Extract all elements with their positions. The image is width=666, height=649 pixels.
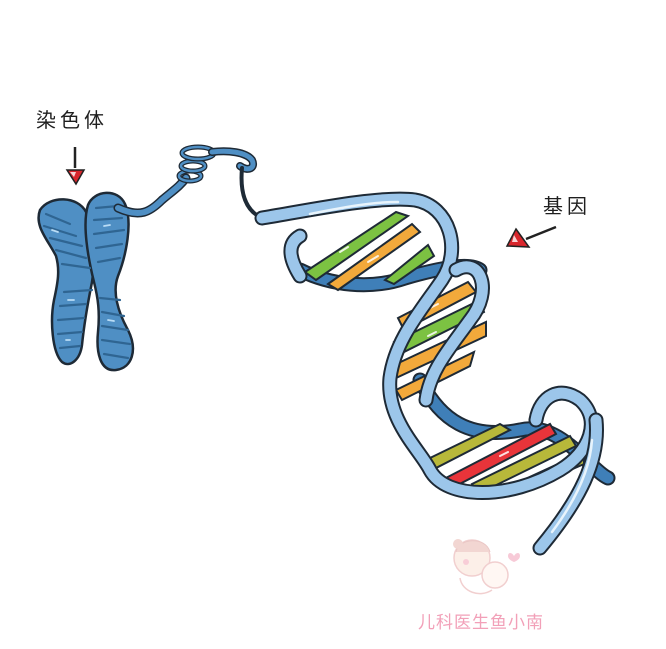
watermark-mascot-icon <box>453 539 520 595</box>
gene-label: 基因 <box>543 194 591 218</box>
arrow-left-icon <box>505 225 557 248</box>
arrow-down-icon <box>65 147 86 186</box>
chromosome-icon <box>37 191 135 372</box>
watermark-text: 儿科医生鱼小南 <box>418 613 544 633</box>
dna-helix-icon <box>254 191 616 556</box>
chromosome-label: 染色体 <box>36 108 108 132</box>
chromatin-strand <box>113 144 264 220</box>
